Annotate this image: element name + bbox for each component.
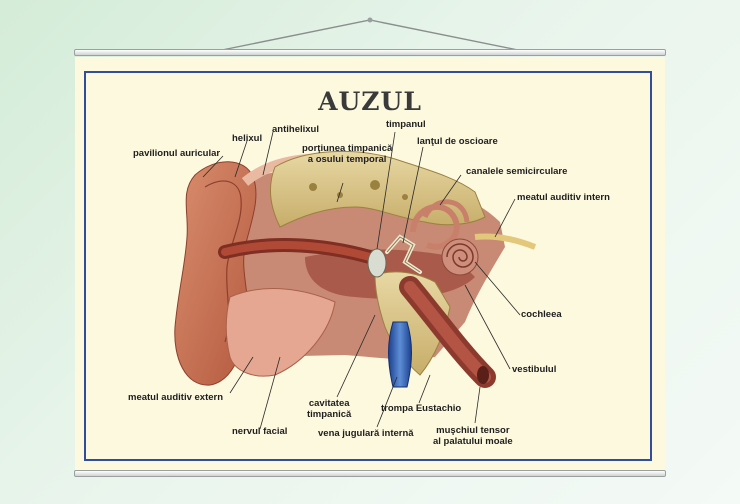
internal-jugular-vein bbox=[388, 321, 412, 388]
internal-auditory-meatus-nerve bbox=[474, 233, 537, 250]
poster-border bbox=[84, 71, 652, 461]
label-cavitatea-timpanica: cavitatea timpanică bbox=[307, 398, 351, 420]
label-antihelixul: antihelixul bbox=[272, 124, 319, 135]
label-vena-jugulara-interna: vena jugulară internă bbox=[318, 428, 414, 439]
label-portiunea-timpanica: porţiunea timpanică a osului temporal bbox=[302, 143, 392, 165]
label-muschiul-tensor-line2: al palatului moale bbox=[433, 436, 513, 447]
label-nervul-facial: nervul facial bbox=[232, 426, 288, 437]
label-portiunea-timpanica-line1: porţiunea timpanică bbox=[302, 143, 393, 154]
label-helixul: helixul bbox=[232, 133, 263, 144]
label-canalele-semicirculare: canalele semicirculare bbox=[466, 166, 568, 177]
bottom-hanging-rod bbox=[74, 470, 666, 477]
outer-ear-lower-cartilage bbox=[225, 288, 336, 377]
label-muschiul-tensor-line1: muşchiul tensor bbox=[436, 425, 510, 436]
label-cavitatea-timpanica-line1: cavitatea bbox=[308, 398, 350, 409]
label-pavilionul-auricular: pavilionul auricular bbox=[133, 148, 221, 159]
ear-canal bbox=[218, 238, 377, 264]
label-timpanul: timpanul bbox=[386, 119, 426, 130]
label-muschiul-tensor: muşchiul tensor al palatului moale bbox=[433, 425, 513, 447]
top-hanging-rod bbox=[74, 49, 666, 56]
label-cavitatea-timpanica-line2: timpanică bbox=[307, 409, 352, 420]
semicircular-canals bbox=[410, 199, 470, 250]
label-cochleea: cochleea bbox=[521, 309, 562, 320]
label-meatul-auditiv-intern: meatul auditiv intern bbox=[517, 192, 610, 203]
eardrum-and-ossicles bbox=[367, 234, 422, 278]
poster: AUZUL bbox=[75, 57, 665, 470]
label-vestibulul: vestibulul bbox=[512, 364, 557, 375]
leader-lines bbox=[202, 131, 521, 430]
label-meatul-auditiv-extern: meatul auditiv extern bbox=[128, 392, 224, 403]
label-trompa-eustachio: trompa Eustachio bbox=[381, 403, 462, 414]
label-portiunea-timpanica-line2: a osului temporal bbox=[307, 154, 387, 165]
poster-hanger-string bbox=[221, 17, 519, 51]
label-lantul-de-oscioare: lanţul de oscioare bbox=[417, 136, 498, 147]
poster-title: AUZUL bbox=[318, 87, 422, 116]
ear-anatomy-illustration bbox=[174, 131, 537, 430]
eustachian-tube-and-muscle bbox=[399, 276, 496, 388]
cochlea bbox=[441, 238, 479, 276]
